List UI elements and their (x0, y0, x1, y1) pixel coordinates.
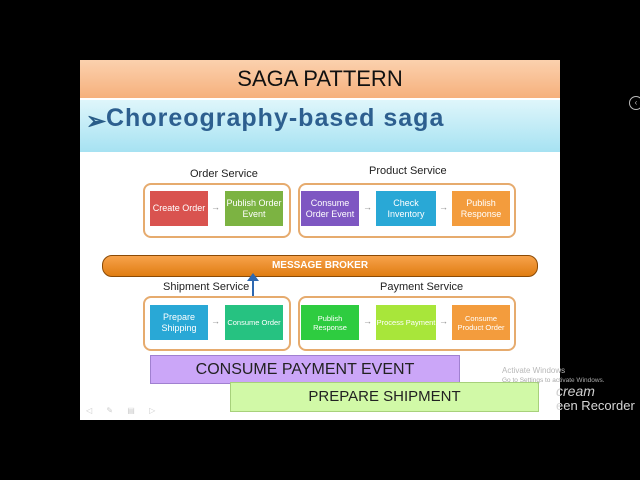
slide: SAGA PATTERN ➢ Choreography-based saga O… (80, 60, 560, 420)
consume-payment-event-callout: CONSUME PAYMENT EVENT (150, 355, 460, 384)
process-payment-step: Process Payment (376, 305, 436, 340)
up-arrow-icon (247, 273, 259, 281)
order-service-label: Order Service (190, 168, 258, 180)
arrow-icon: → (363, 202, 372, 212)
publish-order-event-step: Publish Order Event (225, 191, 283, 226)
slideshow-toolbar[interactable]: ◁ ✎ ▤ ▷ (86, 406, 162, 415)
check-inventory-step: Check Inventory (376, 191, 436, 226)
recorder-logo: cream (556, 383, 595, 399)
arrow-icon: → (211, 202, 220, 212)
up-arrow-shaft (252, 278, 254, 308)
activate-windows-subtitle: Go to Settings to activate Windows. (502, 377, 605, 384)
arrow-icon: → (363, 316, 372, 326)
prepare-shipment-callout: PREPARE SHIPMENT (230, 382, 539, 412)
consume-order-step: Consume Order (225, 305, 283, 340)
arrow-icon: → (211, 316, 220, 326)
bullet-arrow-icon: ➢ (86, 108, 107, 135)
subtitle-bar (80, 100, 560, 152)
slide-subtitle: Choreography-based saga (106, 104, 445, 132)
message-broker-bar: MESSAGE BROKER (102, 255, 538, 277)
arrow-icon: → (439, 202, 448, 212)
product-service-label: Product Service (369, 165, 447, 177)
arrow-icon: → (439, 316, 448, 326)
consume-order-event-step: Consume Order Event (301, 191, 359, 226)
prepare-shipping-step: Prepare Shipping (150, 305, 208, 340)
payment-service-label: Payment Service (380, 281, 464, 293)
side-panel-toggle-icon[interactable]: ‹ (629, 96, 640, 110)
publish-response-step: Publish Response (452, 191, 510, 226)
activate-windows-title: Activate Windows (502, 366, 566, 375)
recorder-watermark: een Recorder (556, 398, 635, 413)
slide-title: SAGA PATTERN (80, 60, 560, 98)
consume-product-order-step: Consume Product Order (452, 305, 510, 340)
shipment-service-label: Shipment Service (163, 281, 250, 293)
payment-publish-response-step: Publish Response (301, 305, 359, 340)
create-order-step: Create Order (150, 191, 208, 226)
